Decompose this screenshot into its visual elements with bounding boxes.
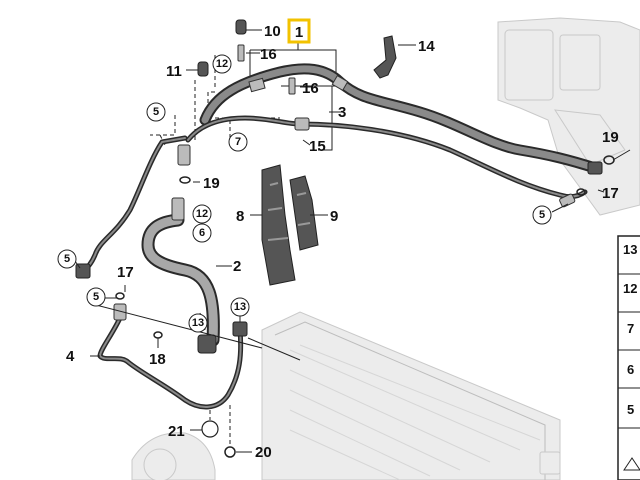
side-table-row: 12 <box>623 281 637 296</box>
bracket-9 <box>289 175 319 251</box>
callout-5-top[interactable]: 5 <box>146 102 166 122</box>
callout-1[interactable]: 1 <box>287 18 311 44</box>
callout-19-right[interactable]: 19 <box>602 129 619 146</box>
side-table-row: 7 <box>627 321 634 336</box>
callout-13-right[interactable]: 13 <box>230 297 250 317</box>
callout-5-lower[interactable]: 5 <box>86 287 106 307</box>
callout-12-top[interactable]: 12 <box>212 54 232 74</box>
callout-17-left[interactable]: 17 <box>117 264 134 281</box>
callout-16-mid[interactable]: 16 <box>302 80 319 97</box>
discharge-hose <box>141 197 220 354</box>
svg-text:13: 13 <box>192 317 204 329</box>
callout-14[interactable]: 14 <box>418 38 435 55</box>
side-table: 13 12 7 6 5 <box>617 235 640 480</box>
svg-text:7: 7 <box>235 136 241 148</box>
leader-lines <box>71 29 631 453</box>
callout-6[interactable]: 6 <box>192 223 212 243</box>
callout-5-left[interactable]: 5 <box>57 249 77 269</box>
callout-5-right[interactable]: 5 <box>532 205 552 225</box>
pressure-line <box>185 115 588 208</box>
svg-text:5: 5 <box>153 106 159 118</box>
callout-18[interactable]: 18 <box>149 351 166 368</box>
callout-8[interactable]: 8 <box>236 208 244 225</box>
callout-2[interactable]: 2 <box>233 258 241 275</box>
svg-text:5: 5 <box>539 209 545 221</box>
callout-16-top[interactable]: 16 <box>260 46 277 63</box>
callout-20[interactable]: 20 <box>255 444 272 461</box>
svg-text:12: 12 <box>216 58 228 70</box>
svg-text:1: 1 <box>295 24 303 41</box>
compressor-ghost <box>131 432 216 480</box>
radiator-ghost <box>261 311 561 480</box>
side-table-row: 6 <box>627 362 634 377</box>
callout-7[interactable]: 7 <box>228 132 248 152</box>
bracket-8 <box>261 164 296 286</box>
heater-box-ghost <box>497 17 640 216</box>
lower-hose <box>97 303 248 410</box>
svg-text:6: 6 <box>199 227 205 239</box>
callout-11[interactable]: 11 <box>166 63 182 80</box>
callout-12-mid[interactable]: 12 <box>192 204 212 224</box>
callout-3[interactable]: 3 <box>338 104 346 121</box>
callout-13-left[interactable]: 13 <box>188 313 208 333</box>
callout-10[interactable]: 10 <box>264 23 281 40</box>
svg-text:13: 13 <box>234 301 246 313</box>
left-liquid-line <box>75 135 191 279</box>
callout-21[interactable]: 21 <box>168 423 185 440</box>
callout-19-left[interactable]: 19 <box>203 175 220 192</box>
callout-17-right[interactable]: 17 <box>602 185 619 202</box>
svg-text:5: 5 <box>64 253 70 265</box>
svg-text:5: 5 <box>93 291 99 303</box>
side-table-row: 5 <box>627 402 634 417</box>
small-parts <box>115 19 615 458</box>
callout-15[interactable]: 15 <box>309 138 326 155</box>
callout-9[interactable]: 9 <box>330 208 338 225</box>
callout-4[interactable]: 4 <box>66 348 75 365</box>
suction-hose <box>199 63 603 175</box>
svg-text:12: 12 <box>196 208 208 220</box>
side-table-row: 13 <box>623 242 637 257</box>
